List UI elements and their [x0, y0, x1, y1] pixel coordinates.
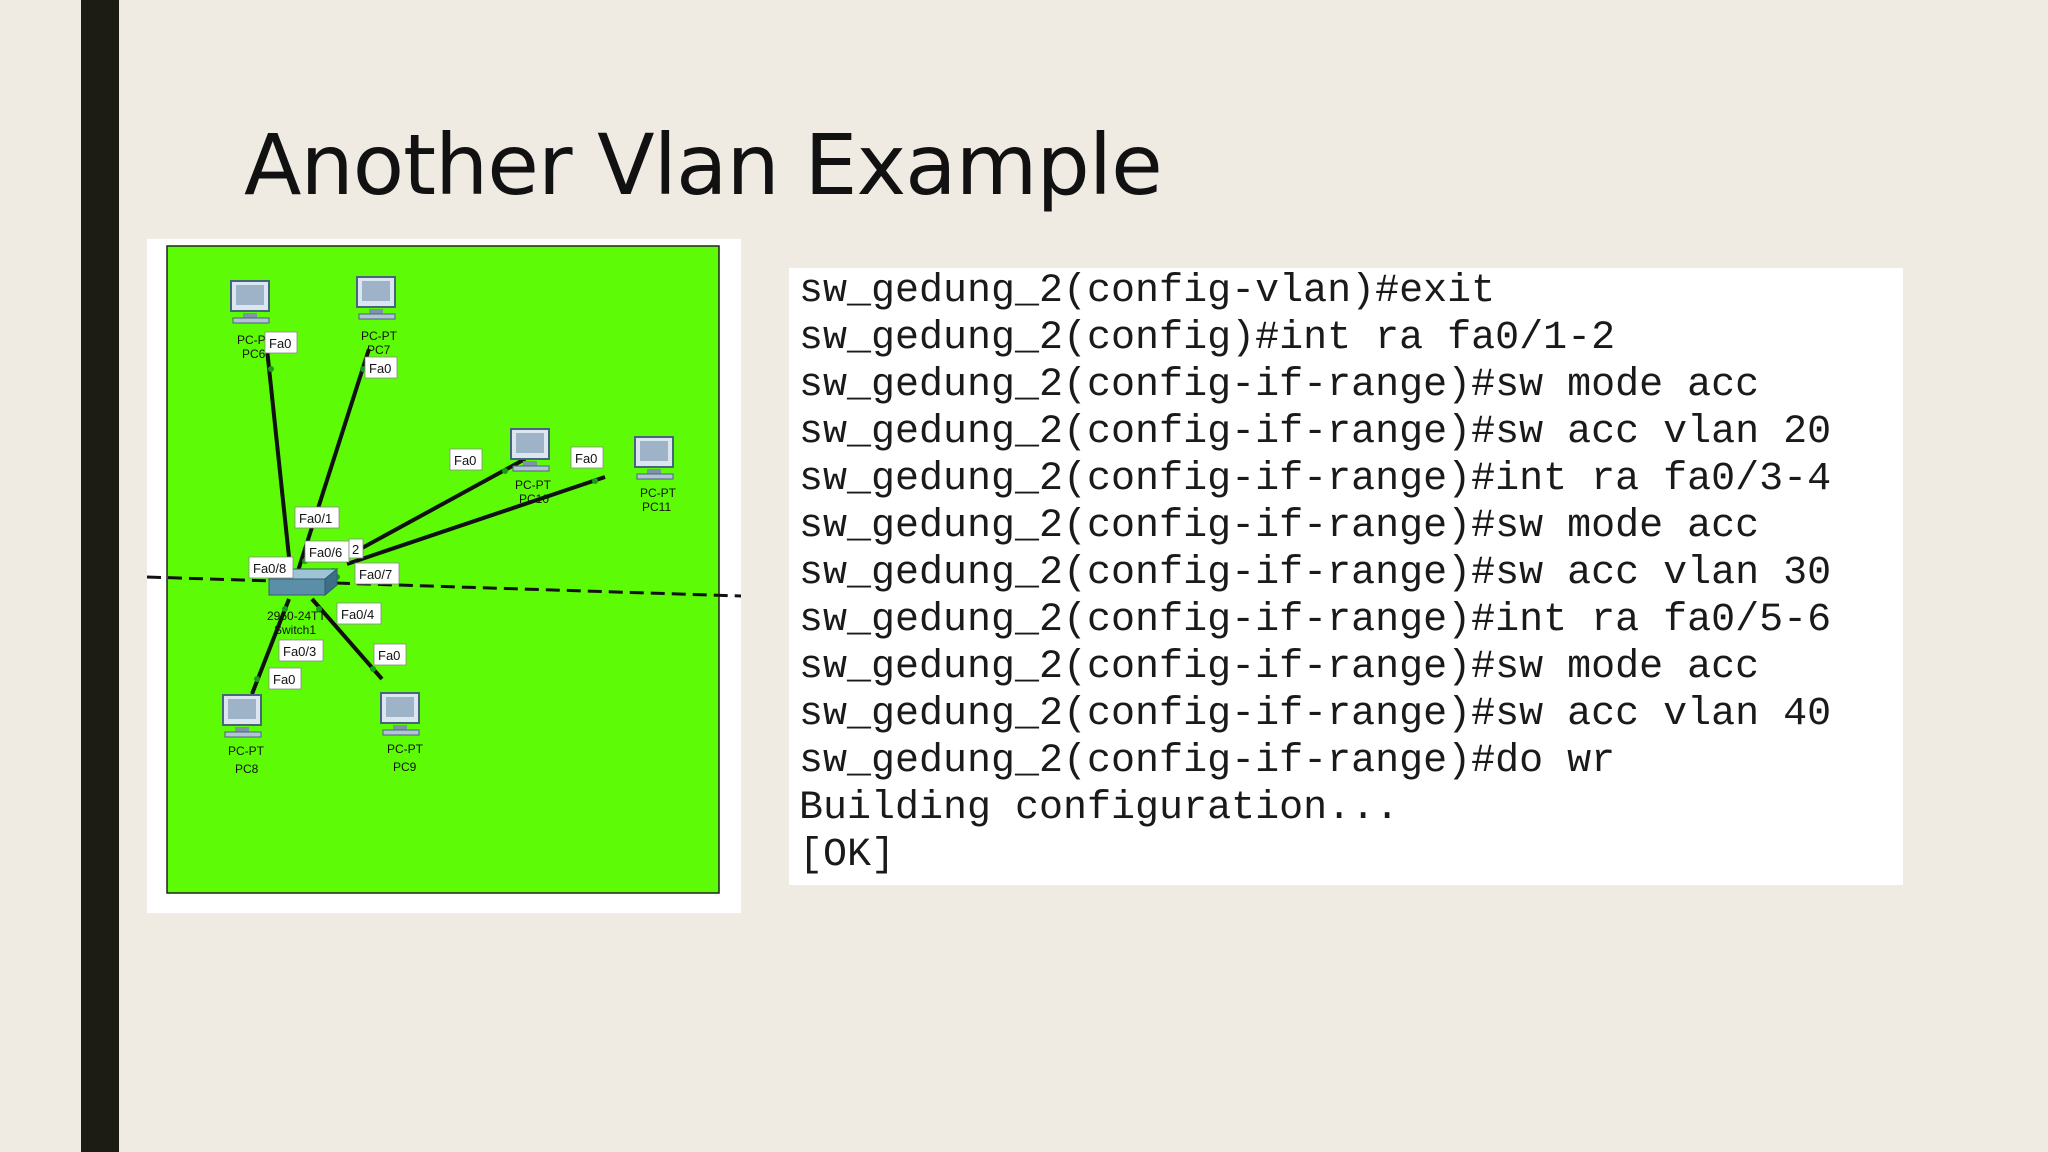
link-pc10	[341, 457, 526, 561]
pc8-name-label: PC8	[235, 762, 259, 776]
port-label: Fa0	[378, 648, 400, 663]
cli-line: sw_gedung_2(config-if-range)#int ra fa0/…	[799, 457, 1832, 502]
topology-image: 2960-24TT Switch1	[147, 239, 741, 913]
pc10-name-label: PC10	[519, 492, 549, 506]
vlan-divider-line	[147, 575, 741, 598]
link-pc6	[265, 348, 293, 577]
cli-line: [OK]	[799, 833, 896, 878]
cli-line: sw_gedung_2(config-if-range)#sw acc vlan…	[799, 410, 1832, 455]
port-label: Fa0/3	[283, 644, 316, 659]
cli-line: sw_gedung_2(config-if-range)#sw acc vlan…	[799, 692, 1832, 737]
port-labels: Fa0 Fa0 Fa0 Fa0 Fa0 Fa0 Fa0/1 Fa0/6 2 Fa…	[248, 331, 604, 690]
cli-line: sw_gedung_2(config-if-range)#sw mode acc	[799, 645, 1760, 690]
cli-line: sw_gedung_2(config)#int ra fa0/1-2	[799, 316, 1616, 361]
cli-line: sw_gedung_2(config-if-range)#sw mode acc	[799, 504, 1760, 549]
slide-accent-bar	[81, 0, 119, 1152]
cli-output-box: sw_gedung_2(config-vlan)#exit sw_gedung_…	[789, 268, 1903, 885]
cli-line: sw_gedung_2(config-if-range)#sw mode acc	[799, 363, 1760, 408]
port-label: Fa0/8	[253, 561, 286, 576]
pc-icon[interactable]	[230, 280, 270, 324]
switch-name-label: Switch1	[274, 623, 316, 637]
port-label: Fa0/7	[359, 567, 392, 582]
port-label: Fa0	[454, 453, 476, 468]
pc-icon[interactable]	[380, 692, 420, 736]
pc7-name-label: PC7	[367, 343, 391, 357]
pc9-type-label: PC-PT	[387, 742, 424, 756]
pc11-name-label: PC11	[642, 500, 671, 514]
pc8-type-label: PC-PT	[228, 744, 265, 758]
pc-icon[interactable]	[222, 694, 262, 738]
cli-line: sw_gedung_2(config-vlan)#exit	[799, 269, 1496, 314]
pc6-type-label: PC-PT	[237, 333, 274, 347]
port-label: 2	[352, 542, 359, 557]
link-pc9	[310, 597, 384, 681]
pc-icon[interactable]	[510, 428, 550, 472]
pc7-type-label: PC-PT	[361, 329, 398, 343]
pc9-name-label: PC9	[393, 760, 417, 774]
network-topology-diagram: 2960-24TT Switch1	[147, 245, 741, 894]
port-label: Fa0	[273, 672, 295, 687]
pc11-type-label: PC-PT	[640, 486, 677, 500]
cli-line: sw_gedung_2(config-if-range)#int ra fa0/…	[799, 598, 1832, 643]
port-label: Fa0/6	[309, 545, 342, 560]
port-label: Fa0/1	[299, 511, 332, 526]
link-pc11	[346, 475, 606, 566]
pc-icon[interactable]	[634, 436, 674, 480]
slide-title: Another Vlan Example	[244, 116, 1163, 214]
pc6-name-label: PC6	[242, 347, 266, 361]
cli-line: sw_gedung_2(config-if-range)#sw acc vlan…	[799, 551, 1832, 596]
port-label: Fa0	[269, 336, 291, 351]
pc10-type-label: PC-PT	[515, 478, 552, 492]
cli-line: Building configuration...	[799, 786, 1400, 831]
port-label: Fa0/4	[341, 607, 374, 622]
pc-icon[interactable]	[356, 276, 396, 320]
port-label: Fa0	[575, 451, 597, 466]
port-label: Fa0	[369, 361, 391, 376]
cli-line: sw_gedung_2(config-if-range)#do wr	[799, 739, 1616, 784]
switch-model-label: 2960-24TT	[267, 609, 326, 623]
link-pc7	[295, 348, 371, 575]
